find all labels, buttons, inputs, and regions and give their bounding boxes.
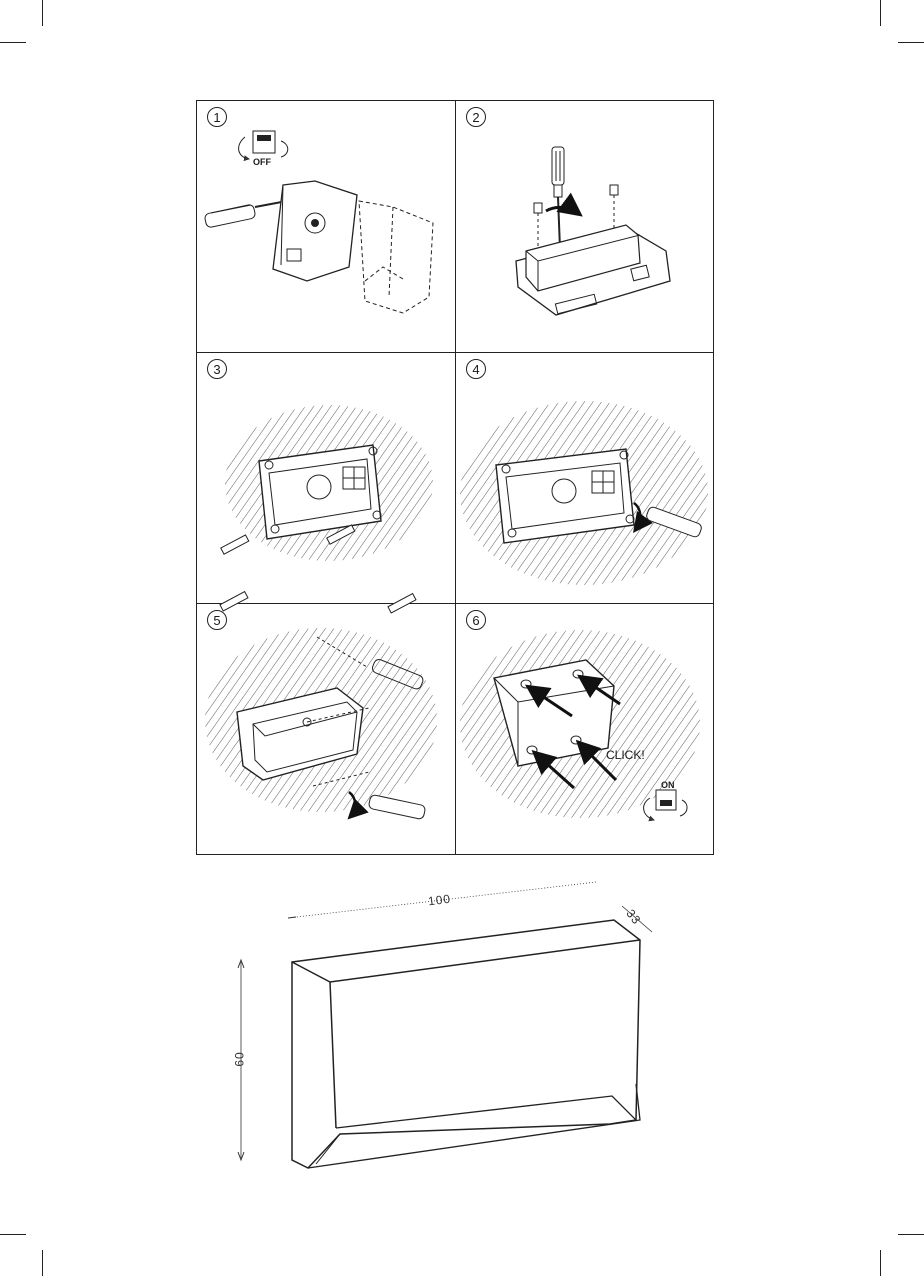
height-dimension-label: 60 [233, 1051, 247, 1066]
width-dimension-label: 100 [427, 892, 452, 909]
